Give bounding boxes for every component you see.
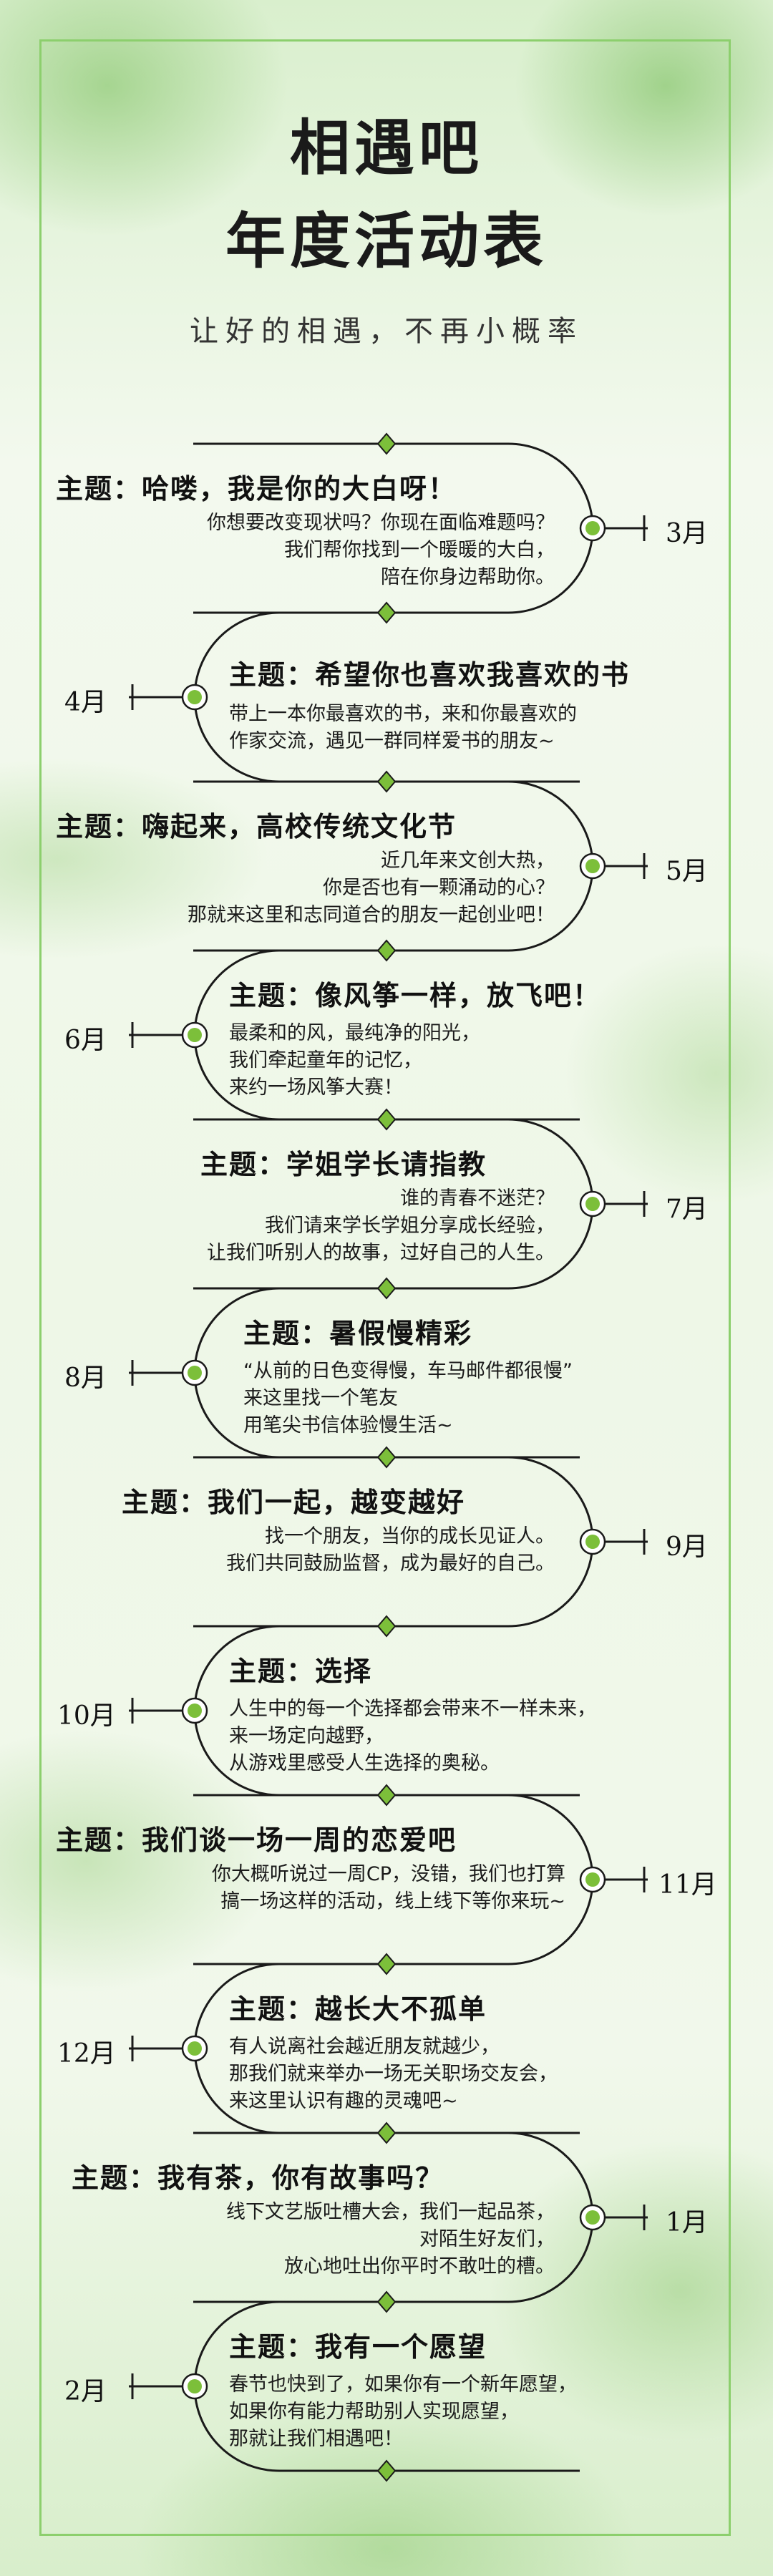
event-desc-line: 那我们就来举办一场无关职场交友会，: [229, 2063, 558, 2085]
event-december: 主题：越长大不孤单 有人说离社会越近朋友就越少， 那我们就来举办一场无关职场交友…: [229, 1987, 558, 2115]
event-desc-line: 来约一场风筝大赛！: [229, 1076, 403, 1099]
event-april: 主题：希望你也喜欢我喜欢的书 带上一本你最喜欢的书，来和你最喜欢的 作家交流，遇…: [229, 653, 630, 755]
event-desc-line: 我们牵起童年的记忆，: [229, 1049, 422, 1071]
event-heading: 主题：我们一起，越变越好: [122, 1487, 466, 1518]
month-label-12: 12月: [57, 2039, 116, 2069]
event-november-desc: 你大概听说过一周CP，没错，我们也打算 搞一场这样的活动，线上线下等你来玩~: [72, 1861, 565, 1915]
event-desc-line: 带上一本你最喜欢的书，来和你最喜欢的: [229, 703, 577, 725]
event-desc-line: 你想要改变现状吗？你现在面临难题吗？: [207, 512, 555, 534]
event-heading: 主题：学姐学长请指教: [200, 1149, 487, 1180]
month-label-6: 6月: [64, 1026, 107, 1055]
month-label-1: 1月: [666, 2208, 708, 2237]
month-label-3: 3月: [666, 519, 708, 548]
event-august: 主题：暑假慢精彩 “从前的日色变得慢，车马邮件都很慢” 来这里找一个笔友 用笔尖…: [243, 1311, 573, 1439]
event-desc-line: 春节也快到了，如果你有一个新年愿望，: [229, 2373, 577, 2396]
event-desc-line: 近几年来文创大热，: [381, 850, 555, 872]
event-january-desc: 线下文艺版吐槽大会，我们一起品茶， 对陌生好友们， 放心地吐出你平时不敢吐的槽。: [72, 2199, 555, 2280]
event-desc-line: 那就来这里和志同道合的朋友一起创业吧！: [188, 904, 555, 926]
event-june: 主题：像风筝一样，放飞吧！ 最柔和的风，最纯净的阳光， 我们牵起童年的记忆， 来…: [229, 973, 601, 1102]
event-desc-line: 从游戏里感受人生选择的奥秘。: [229, 1752, 500, 1774]
event-desc-line: 我们共同鼓励监督，成为最好的自己。: [226, 1552, 555, 1575]
month-label-9: 9月: [666, 1532, 708, 1562]
event-desc-line: 你大概听说过一周CP，没错，我们也打算: [211, 1863, 565, 1885]
event-desc-line: 最柔和的风，最纯净的阳光，: [229, 1022, 480, 1044]
event-desc-line: 谁的青春不迷茫？: [400, 1187, 555, 1210]
event-desc-line: 对陌生好友们，: [419, 2228, 555, 2250]
event-heading: 主题：选择: [229, 1656, 373, 1687]
event-september: 主题：我们一起，越变越好: [122, 1480, 465, 1520]
event-november: 主题：我们谈一场一周的恋爱吧: [56, 1818, 457, 1857]
event-heading: 主题：哈喽，我是你的大白呀！: [56, 473, 457, 505]
event-desc-line: 那就让我们相遇吧！: [229, 2428, 403, 2450]
page-frame: [39, 39, 731, 2536]
event-desc-line: 有人说离社会越近朋友就越少，: [229, 2036, 500, 2058]
event-desc-line: 如果你有能力帮助别人实现愿望，: [229, 2401, 519, 2423]
page-title-line1: 相遇吧: [289, 113, 483, 183]
event-desc-line: 搞一场这样的活动，线上线下等你来玩~: [220, 1890, 565, 1912]
event-february: 主题：我有一个愿望 春节也快到了，如果你有一个新年愿望， 如果你有能力帮助别人实…: [229, 2325, 577, 2453]
event-desc-line: 来这里认识有趣的灵魂吧~: [229, 2090, 458, 2112]
event-july: 主题：学姐学长请指教: [200, 1142, 487, 1182]
month-label-2: 2月: [64, 2377, 107, 2406]
event-desc-line: 找一个朋友，当你的成长见证人。: [265, 1525, 555, 1547]
event-march-desc: 你想要改变现状吗？你现在面临难题吗？ 我们帮你找到一个暖暖的大白， 陪在你身边帮…: [72, 510, 555, 591]
event-may-desc: 近几年来文创大热， 你是否也有一颗涌动的心？ 那就来这里和志同道合的朋友一起创业…: [72, 847, 555, 929]
event-desc-line: 作家交流，遇见一群同样爱书的朋友~: [229, 730, 555, 752]
event-desc-line: 我们请来学长学姐分享成长经验，: [265, 1215, 555, 1237]
event-desc-line: “从前的日色变得慢，车马邮件都很慢”: [243, 1360, 573, 1382]
month-label-7: 7月: [666, 1195, 708, 1224]
event-desc-line: 用笔尖书信体验慢生活~: [243, 1414, 453, 1437]
month-label-8: 8月: [64, 1364, 107, 1393]
month-label-11: 11月: [658, 1870, 717, 1900]
month-label-4: 4月: [64, 688, 107, 717]
event-heading: 主题：希望你也喜欢我喜欢的书: [229, 659, 631, 691]
month-label-10: 10月: [57, 1701, 116, 1731]
event-desc-line: 放心地吐出你平时不敢吐的槽。: [284, 2255, 555, 2278]
event-heading: 主题：越长大不孤单: [229, 1993, 487, 2025]
event-desc-line: 我们帮你找到一个暖暖的大白，: [284, 539, 555, 561]
page-title-line2: 年度活动表: [225, 206, 548, 276]
event-desc-line: 线下文艺版吐槽大会，我们一起品茶，: [226, 2201, 555, 2223]
event-october: 主题：选择 人生中的每一个选择都会带来不一样未来， 来一场定向越野， 从游戏里感…: [229, 1649, 596, 1777]
event-desc-line: 来这里找一个笔友: [243, 1387, 398, 1409]
event-march: 主题：哈喽，我是你的大白呀！: [56, 467, 457, 506]
event-heading: 主题：暑假慢精彩: [243, 1318, 473, 1349]
event-january: 主题：我有茶，你有故事吗？: [72, 2156, 444, 2195]
event-heading: 主题：像风筝一样，放飞吧！: [229, 980, 602, 1011]
event-july-desc: 谁的青春不迷茫？ 我们请来学长学姐分享成长经验， 让我们听别人的故事，过好自己的…: [72, 1185, 555, 1267]
event-heading: 主题：我有一个愿望: [229, 2331, 487, 2363]
page-subtitle: 让好的相遇，不再小概率: [190, 315, 583, 348]
event-heading: 主题：我们谈一场一周的恋爱吧: [56, 1824, 457, 1856]
event-desc-line: 人生中的每一个选择都会带来不一样未来，: [229, 1698, 596, 1720]
event-may: 主题：嗨起来，高校传统文化节: [56, 805, 457, 844]
event-desc-line: 你是否也有一颗涌动的心？: [323, 877, 555, 899]
event-heading: 主题：我有茶，你有故事吗？: [72, 2162, 444, 2194]
event-desc-line: 来一场定向越野，: [229, 1725, 384, 1747]
event-heading: 主题：嗨起来，高校传统文化节: [56, 811, 457, 842]
event-desc-line: 让我们听别人的故事，过好自己的人生。: [207, 1242, 555, 1264]
month-label-5: 5月: [666, 857, 708, 886]
event-september-desc: 找一个朋友，当你的成长见证人。 我们共同鼓励监督，成为最好的自己。: [72, 1523, 555, 1578]
event-desc-line: 陪在你身边帮助你。: [381, 566, 555, 588]
